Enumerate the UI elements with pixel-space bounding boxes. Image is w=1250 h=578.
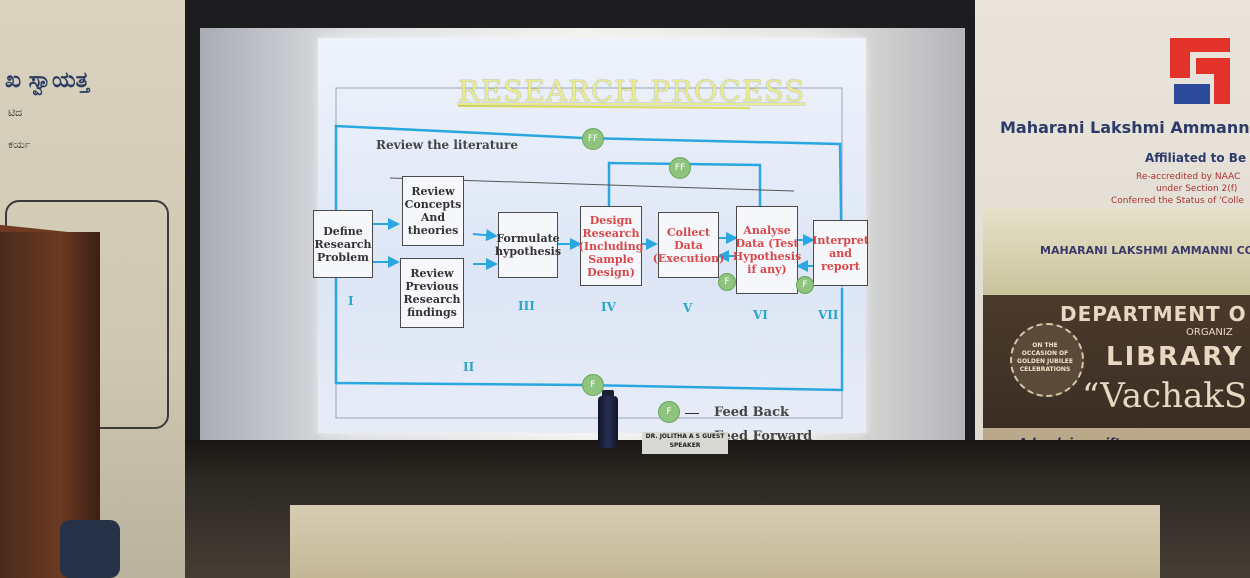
feedback-circle-bottom: F xyxy=(582,374,604,396)
wall-kannada-text: ಖ ಸ್ವಾಯತ್ತ xyxy=(5,68,90,93)
banner-header xyxy=(983,208,1250,296)
stage-label-4: IV xyxy=(601,300,616,314)
desk-front-panel xyxy=(290,505,1160,578)
stage-label-1: I xyxy=(348,294,354,308)
water-bottle-cap xyxy=(602,390,614,398)
box-formulate-hypothesis: Formulate hypothesis xyxy=(495,212,561,278)
banner-vachak: “VachakS xyxy=(1082,376,1248,416)
stage-label-6: VI xyxy=(753,308,768,322)
banner-college: MAHARANI LAKSHMI AMMANNI COLLE xyxy=(1040,244,1250,257)
status-text: Conferred the Status of 'Colle xyxy=(1111,196,1244,206)
legend-feedback-label: Feed Back xyxy=(714,405,790,420)
legend-feedback-dash xyxy=(685,413,699,414)
legend-feedforward-label: Feed Forward xyxy=(714,429,812,444)
water-bottle xyxy=(598,396,618,448)
speaker-name-card: DR. JOLITHA A S GUEST SPEAKER xyxy=(642,432,728,454)
box-review-concepts: Review Concepts And theories xyxy=(402,176,464,246)
box-define-research-problem: Define Research Problem xyxy=(313,210,373,278)
box-review-previous: Review Previous Research findings xyxy=(400,258,464,328)
section-text: under Section 2(f) xyxy=(1156,184,1238,194)
banner-department: DEPARTMENT O xyxy=(1060,302,1247,326)
slide-title: RESEARCH PROCESS xyxy=(458,74,806,108)
presentation-slide: RESEARCH PROCESS Review the literature D… xyxy=(313,38,869,444)
legend-feedback-circle: F xyxy=(658,401,680,423)
chair xyxy=(60,520,120,578)
naac-text: Re-accredited by NAAC xyxy=(1136,172,1241,182)
badge-text: ON THE OCCASION OF GOLDEN JUBILEE CELEBR… xyxy=(1017,342,1073,373)
box-analyse-data: Analyse Data (Test Hypothesis if any) xyxy=(733,206,801,294)
college-name: Maharani Lakshmi Ammanni xyxy=(1000,118,1250,137)
feedback-circle-collect: F xyxy=(718,273,736,291)
feed-forward-circle-top: FF xyxy=(582,128,604,150)
stage-label-7: VII xyxy=(818,308,839,322)
golden-jubilee-badge xyxy=(1010,323,1084,397)
review-literature-label: Review the literature xyxy=(376,138,518,152)
stage-label-2: II xyxy=(463,360,475,374)
feedback-circle-analyse: F xyxy=(796,276,814,294)
feed-forward-circle-inner: FF xyxy=(669,157,691,179)
box-collect-data: Collect Data (Execution) xyxy=(653,212,724,278)
banner-organiz: ORGANIZ xyxy=(1186,327,1233,338)
wall-kannada-text-3: ಕರ್ಯ xyxy=(8,138,31,151)
stage-label-5: V xyxy=(683,301,693,315)
affiliated-text: Affiliated to Be xyxy=(1145,151,1247,165)
box-interpret-report: Interpret and report xyxy=(812,220,869,286)
box-design-research: Design Research (Including Sample Design… xyxy=(579,206,643,286)
banner-library: LIBRARY xyxy=(1106,342,1244,372)
college-logo xyxy=(1170,38,1230,104)
wall-kannada-text-2: ಟಿದ xyxy=(8,106,23,119)
stage-label-3: III xyxy=(518,299,535,313)
